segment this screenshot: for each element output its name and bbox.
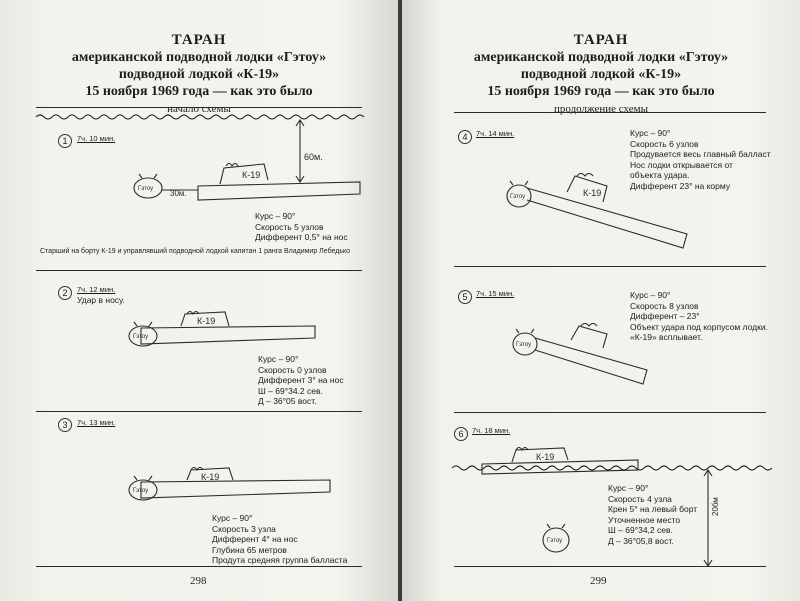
divider — [454, 566, 766, 567]
page-number: 298 — [190, 575, 207, 587]
step-number: 3 — [58, 418, 72, 432]
scheme-1-drawing: 60м. К-19 Гэтоу 30м. — [133, 119, 361, 201]
step-number: 4 — [458, 130, 472, 144]
scheme-4-drawing: К-19 Гэтоу — [506, 172, 688, 249]
page-number: 299 — [590, 575, 607, 587]
svg-text:К-19: К-19 — [197, 316, 215, 326]
step-number: 5 — [458, 290, 472, 304]
step-details: Курс – 90° Скорость 8 узлов Дифферент – … — [630, 290, 768, 342]
svg-text:К-19: К-19 — [583, 188, 601, 198]
step-details: Курс – 90° Скорость 5 узлов Дифферент 0,… — [255, 211, 348, 242]
divider — [36, 566, 362, 567]
right-header: ТАРАН американской подводной лодки «Гэто… — [402, 32, 800, 116]
divider — [454, 412, 766, 413]
step-details: Курс – 90° Скорость 4 узла Крен 5° на ле… — [608, 483, 698, 546]
distance-label: 30м. — [170, 189, 187, 198]
header-line3: подводной лодкой «К-19» — [118, 67, 280, 82]
divider — [36, 411, 362, 412]
scheme-5-drawing: Гэтоу — [512, 322, 648, 385]
scheme-2-drawing: К-19 Гэтоу — [128, 310, 316, 347]
right-page: ТАРАН американской подводной лодки «Гэто… — [402, 0, 800, 601]
step-number: 1 — [58, 134, 72, 148]
header-line4: 15 ноября 1969 года — как это было — [85, 84, 313, 99]
divider — [36, 270, 362, 271]
header-line2: американской подводной лодки «Гэтоу» — [71, 50, 327, 65]
step-time: 7ч. 13 мин. — [77, 418, 116, 427]
step-details: Курс – 90° Скорость 0 узлов Дифферент 3°… — [258, 354, 344, 406]
svg-text:К-19: К-19 — [536, 452, 554, 462]
step-time: 7ч. 15 мин. — [476, 289, 515, 298]
divider — [454, 266, 766, 267]
step-time: 7ч. 18 мин. — [472, 426, 511, 435]
gato-label: Гэтоу — [138, 186, 153, 192]
divider — [454, 112, 766, 113]
svg-text:Гэтоу: Гэтоу — [547, 538, 562, 544]
book-gutter — [398, 0, 402, 601]
svg-text:Гэтоу: Гэтоу — [133, 334, 148, 340]
step-time: 7ч. 12 мин. — [77, 285, 116, 294]
step-details: Курс – 90° Скорость 3 узла Дифферент 4° … — [212, 513, 348, 565]
step-number: 6 — [454, 427, 468, 441]
svg-text:К-19: К-19 — [201, 472, 219, 482]
svg-text:Гэтоу: Гэтоу — [516, 342, 531, 348]
left-page: ТАРАН американской подводной лодки «Гэто… — [0, 0, 398, 601]
photo-caption: Старший на борту К-19 и управлявший подв… — [40, 248, 351, 255]
page-subtitle: начало схемы — [167, 103, 231, 115]
svg-text:Гэтоу: Гэтоу — [510, 194, 525, 200]
page-subtitle: продолжение схемы — [554, 103, 648, 115]
step-number: 2 — [58, 286, 72, 300]
depth-label: 20бм — [711, 497, 720, 516]
step-time: 7ч. 14 мин. — [476, 129, 515, 138]
depth-label: 60м. — [304, 152, 323, 162]
scheme-6-drawing: К-19 20бм Гэтоу — [451, 446, 773, 567]
header-title: ТАРАН — [171, 32, 227, 48]
sea-surface — [35, 114, 365, 120]
left-header: ТАРАН американской подводной лодки «Гэто… — [0, 32, 398, 116]
step-details: Курс – 90° Скорость 6 узлов Продувается … — [630, 128, 771, 191]
step-time: 7ч. 10 мин. — [77, 134, 116, 143]
step-note: Удар в носу. — [77, 295, 125, 305]
divider — [36, 107, 362, 108]
scheme-3-drawing: К-19 Гэтоу — [128, 466, 331, 501]
k19-label: К-19 — [242, 170, 260, 180]
svg-text:Гэтоу: Гэтоу — [133, 488, 148, 494]
